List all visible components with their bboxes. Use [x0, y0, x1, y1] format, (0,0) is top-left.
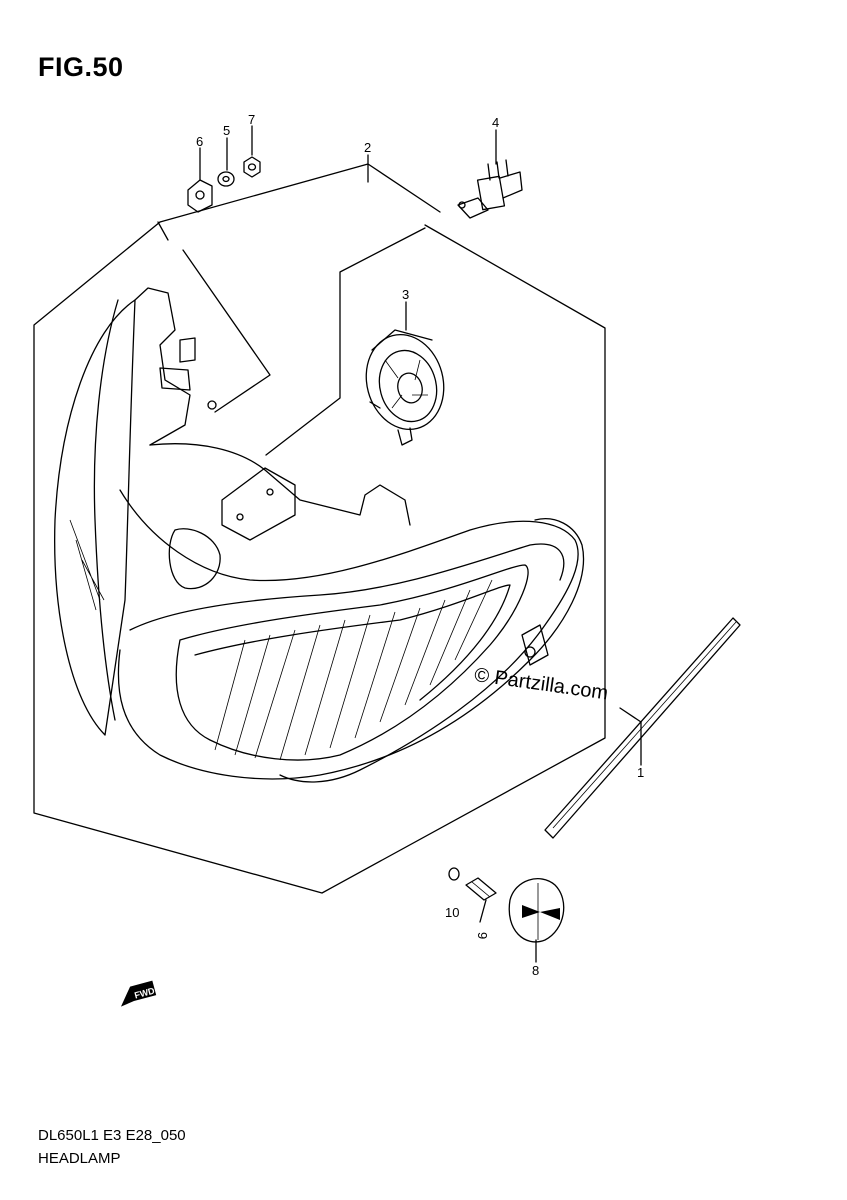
model-code: DL650L1 E3 E28_050	[38, 1127, 186, 1144]
assembly-outline-2	[33, 163, 606, 894]
part-group-name: HEADLAMP	[38, 1150, 121, 1167]
nut-7	[243, 156, 261, 178]
washer-5	[217, 171, 235, 187]
callout-1: 1	[637, 765, 644, 780]
callout-10: 10	[445, 905, 459, 920]
callout-leaders	[199, 125, 642, 963]
callout-9: 9	[475, 932, 490, 939]
screw-9	[465, 877, 497, 901]
trim-strip-1	[544, 617, 741, 839]
reflector-8	[508, 878, 565, 943]
figure-title: FIG.50	[38, 52, 124, 82]
callout-3: 3	[402, 287, 409, 302]
callout-7: 7	[248, 112, 255, 127]
callout-6: 6	[196, 134, 203, 149]
callout-4: 4	[492, 115, 499, 130]
callout-8: 8	[532, 963, 539, 978]
nut-10	[448, 867, 460, 881]
grommet-6	[187, 179, 213, 213]
callout-5: 5	[223, 123, 230, 138]
headlamp-housing	[54, 287, 585, 783]
headlamp-bulb-4	[457, 159, 523, 219]
copyright-icon: ©	[472, 664, 491, 688]
bulb-socket-cover-3	[365, 329, 445, 446]
callout-2: 2	[364, 140, 371, 155]
forward-arrow-icon: FWD	[120, 980, 157, 1007]
